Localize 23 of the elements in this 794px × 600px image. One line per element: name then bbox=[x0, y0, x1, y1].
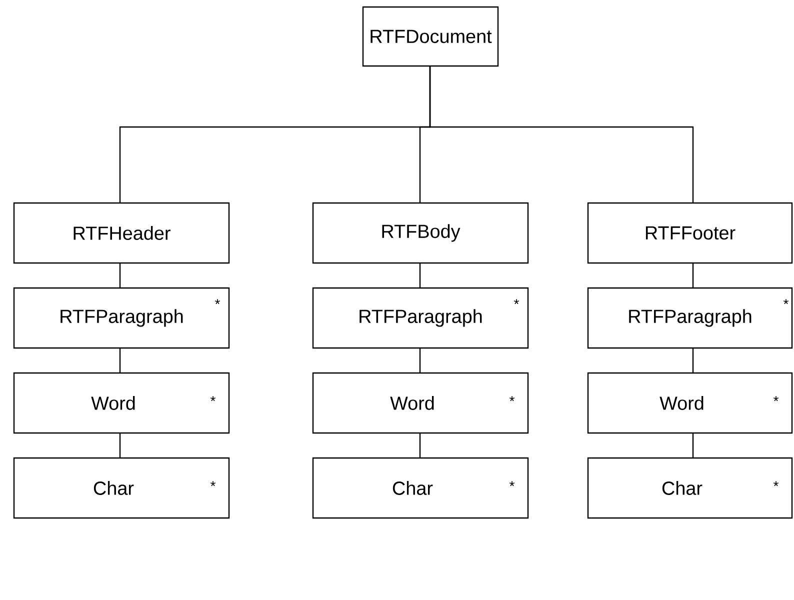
class-box: RTFParagraph * bbox=[587, 287, 793, 349]
class-box: Word * bbox=[13, 372, 230, 434]
connector-line bbox=[692, 348, 694, 373]
class-box: Char * bbox=[587, 457, 793, 519]
class-box: RTFParagraph * bbox=[312, 287, 529, 349]
connector-line bbox=[692, 433, 694, 458]
connector-line bbox=[419, 433, 421, 458]
class-box: RTFParagraph * bbox=[13, 287, 230, 349]
class-box: RTFDocument bbox=[362, 6, 499, 67]
class-box: RTFHeader bbox=[13, 202, 230, 264]
connector-line bbox=[419, 263, 421, 288]
class-box: Char * bbox=[13, 457, 230, 519]
class-box: RTFBody bbox=[312, 202, 529, 264]
connector-line bbox=[419, 348, 421, 373]
class-box: Char * bbox=[312, 457, 529, 519]
connector-line bbox=[429, 66, 694, 203]
connector-line bbox=[119, 348, 121, 373]
class-box: Word * bbox=[312, 372, 529, 434]
connector-line bbox=[119, 263, 121, 288]
connector-line bbox=[119, 433, 121, 458]
connector-line bbox=[692, 263, 694, 288]
class-box: Word * bbox=[587, 372, 793, 434]
class-box: RTFFooter bbox=[587, 202, 793, 264]
